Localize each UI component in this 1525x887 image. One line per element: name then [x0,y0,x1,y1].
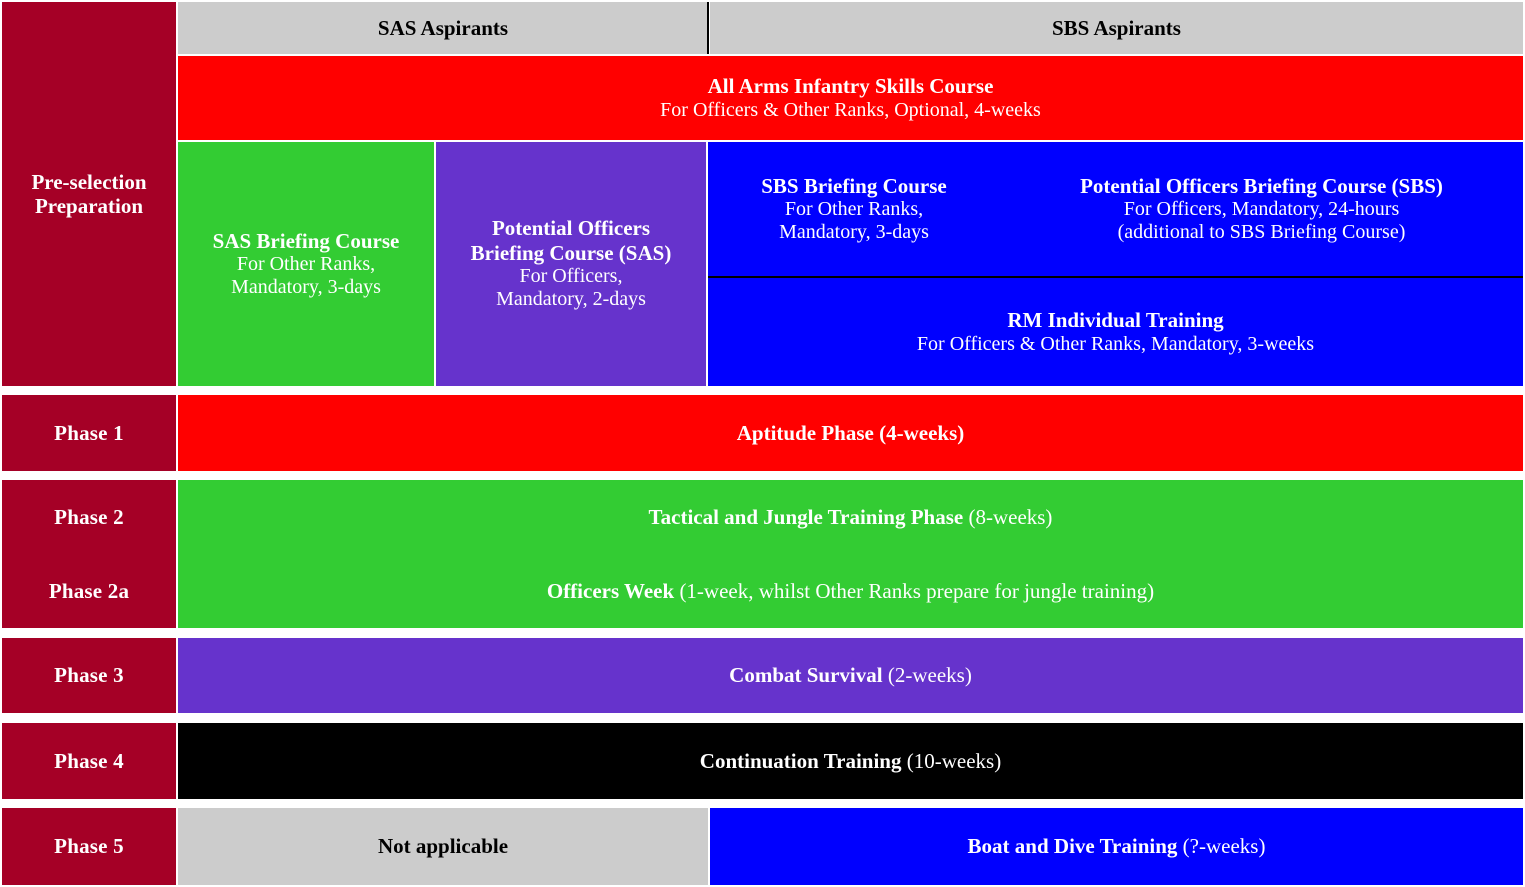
sbs-preselection-horizontal-divider [708,276,1523,278]
row-label-phase-2a: Phase 2a [2,554,176,628]
column-header-sbs: SBS Aspirants [710,2,1523,54]
block-phase-3-combat-survival: Combat Survival (2-weeks) [178,638,1523,713]
phase-2a-label: Phase 2a [48,578,130,603]
block-phase-5-sas-not-applicable: Not applicable [178,808,708,885]
pre-selection-label-line2: Preparation [34,194,144,218]
row-label-phase-2-group: Phase 2 Phase 2a [2,480,176,628]
column-header-divider [707,2,709,54]
phase-3-label: Phase 3 [54,663,124,688]
phase-4-text: Continuation Training (10-weeks) [700,749,1001,773]
block-phase-2a-officers-week: Officers Week (1-week, whilst Other Rank… [178,554,1523,628]
sas-briefing-detail-line2: Mandatory, 3-days [231,276,381,299]
row-label-pre-selection-preparation: Pre-selection Preparation [2,2,176,386]
pre-selection-label-line1: Pre-selection [31,169,147,194]
rm-training-detail: For Officers & Other Ranks, Mandatory, 3… [916,332,1315,355]
phase-2-label: Phase 2 [54,504,124,529]
row-label-phase-4: Phase 4 [2,723,176,799]
phase-1-text: Aptitude Phase (4-weeks) [737,421,964,445]
phase-4-label: Phase 4 [54,748,124,773]
sbs-poc-detail-line2: (additional to SBS Briefing Course) [1117,221,1406,244]
phase-5-sbs-text: Boat and Dive Training (?-weeks) [968,834,1266,858]
block-phase-5-sbs-boat-and-dive-training: Boat and Dive Training (?-weeks) [710,808,1523,885]
phase-4-text-bold: Continuation Training [699,748,902,773]
block-sbs-preselection-top [708,142,1523,276]
phase-2a-text-plain: (1-week, whilst Other Ranks prepare for … [674,578,1155,603]
phase-2a-text: Officers Week (1-week, whilst Other Rank… [547,579,1154,603]
sbs-poc-title: Potential Officers Briefing Course (SBS) [1080,173,1443,198]
phase-4-text-plain: (10-weeks) [901,748,1002,773]
column-header-sbs-label: SBS Aspirants [1052,15,1181,40]
phase-2a-text-bold: Officers Week [546,578,675,603]
block-phase-1-aptitude-phase: Aptitude Phase (4-weeks) [178,395,1523,471]
sbs-briefing-title: SBS Briefing Course [761,173,947,198]
block-potential-officers-briefing-course-sas: Potential Officers Briefing Course (SAS)… [436,142,706,386]
phase-5-sas-text: Not applicable [377,834,509,859]
sbs-poc-detail-line1: For Officers, Mandatory, 24-hours [1123,197,1400,220]
sas-poc-detail-line1: For Officers, [519,265,623,288]
block-sbs-briefing-course: SBS Briefing Course For Other Ranks, Man… [708,142,1000,276]
rm-training-title: RM Individual Training [1007,308,1224,333]
block-all-arms-infantry-skills-course: All Arms Infantry Skills Course For Offi… [178,56,1523,140]
all-arms-title: All Arms Infantry Skills Course [707,74,994,99]
phase-2-text-bold: Tactical and Jungle Training Phase [648,504,964,529]
phase-1-text-bold: Aptitude Phase (4-weeks) [736,420,965,445]
sas-briefing-title: SAS Briefing Course [212,228,400,253]
phase-2-text-plain: (8-weeks) [963,504,1053,529]
phase-3-text-plain: (2-weeks) [882,663,972,688]
row-label-phase-1: Phase 1 [2,395,176,471]
phase-5-label: Phase 5 [54,834,124,859]
sas-poc-title-line1: Potential Officers [491,216,651,241]
phase-5-sbs-text-bold: Boat and Dive Training [967,834,1178,859]
block-potential-officers-briefing-course-sbs: Potential Officers Briefing Course (SBS)… [1000,142,1523,276]
block-phase-2-tactical-jungle-training: Tactical and Jungle Training Phase (8-we… [178,480,1523,554]
phase-5-sbs-text-plain: (?-weeks) [1177,834,1266,859]
phase-1-label: Phase 1 [54,420,124,445]
sas-briefing-detail-line1: For Other Ranks, [236,252,376,275]
row-label-phase-2: Phase 2 [2,480,176,554]
sbs-briefing-detail-line1: For Other Ranks, [784,197,924,220]
sas-poc-detail-line2: Mandatory, 2-days [496,288,646,311]
phase-3-text: Combat Survival (2-weeks) [729,663,972,687]
block-phase-4-continuation-training: Continuation Training (10-weeks) [178,723,1523,799]
block-phase-2-group: Tactical and Jungle Training Phase (8-we… [178,480,1523,628]
row-label-phase-5: Phase 5 [2,808,176,885]
block-sas-briefing-course: SAS Briefing Course For Other Ranks, Man… [178,142,434,386]
block-rm-individual-training: RM Individual Training For Officers & Ot… [708,278,1523,386]
phase-3-text-bold: Combat Survival [729,663,883,688]
phase-2-text: Tactical and Jungle Training Phase (8-we… [649,505,1053,529]
all-arms-detail: For Officers & Other Ranks, Optional, 4-… [660,98,1041,121]
column-header-sas-label: SAS Aspirants [377,15,509,40]
sbs-briefing-detail-line2: Mandatory, 3-days [779,221,929,244]
row-label-phase-3: Phase 3 [2,638,176,713]
sas-poc-title-line2: Briefing Course (SAS) [470,240,672,265]
column-header-sas: SAS Aspirants [178,2,708,54]
